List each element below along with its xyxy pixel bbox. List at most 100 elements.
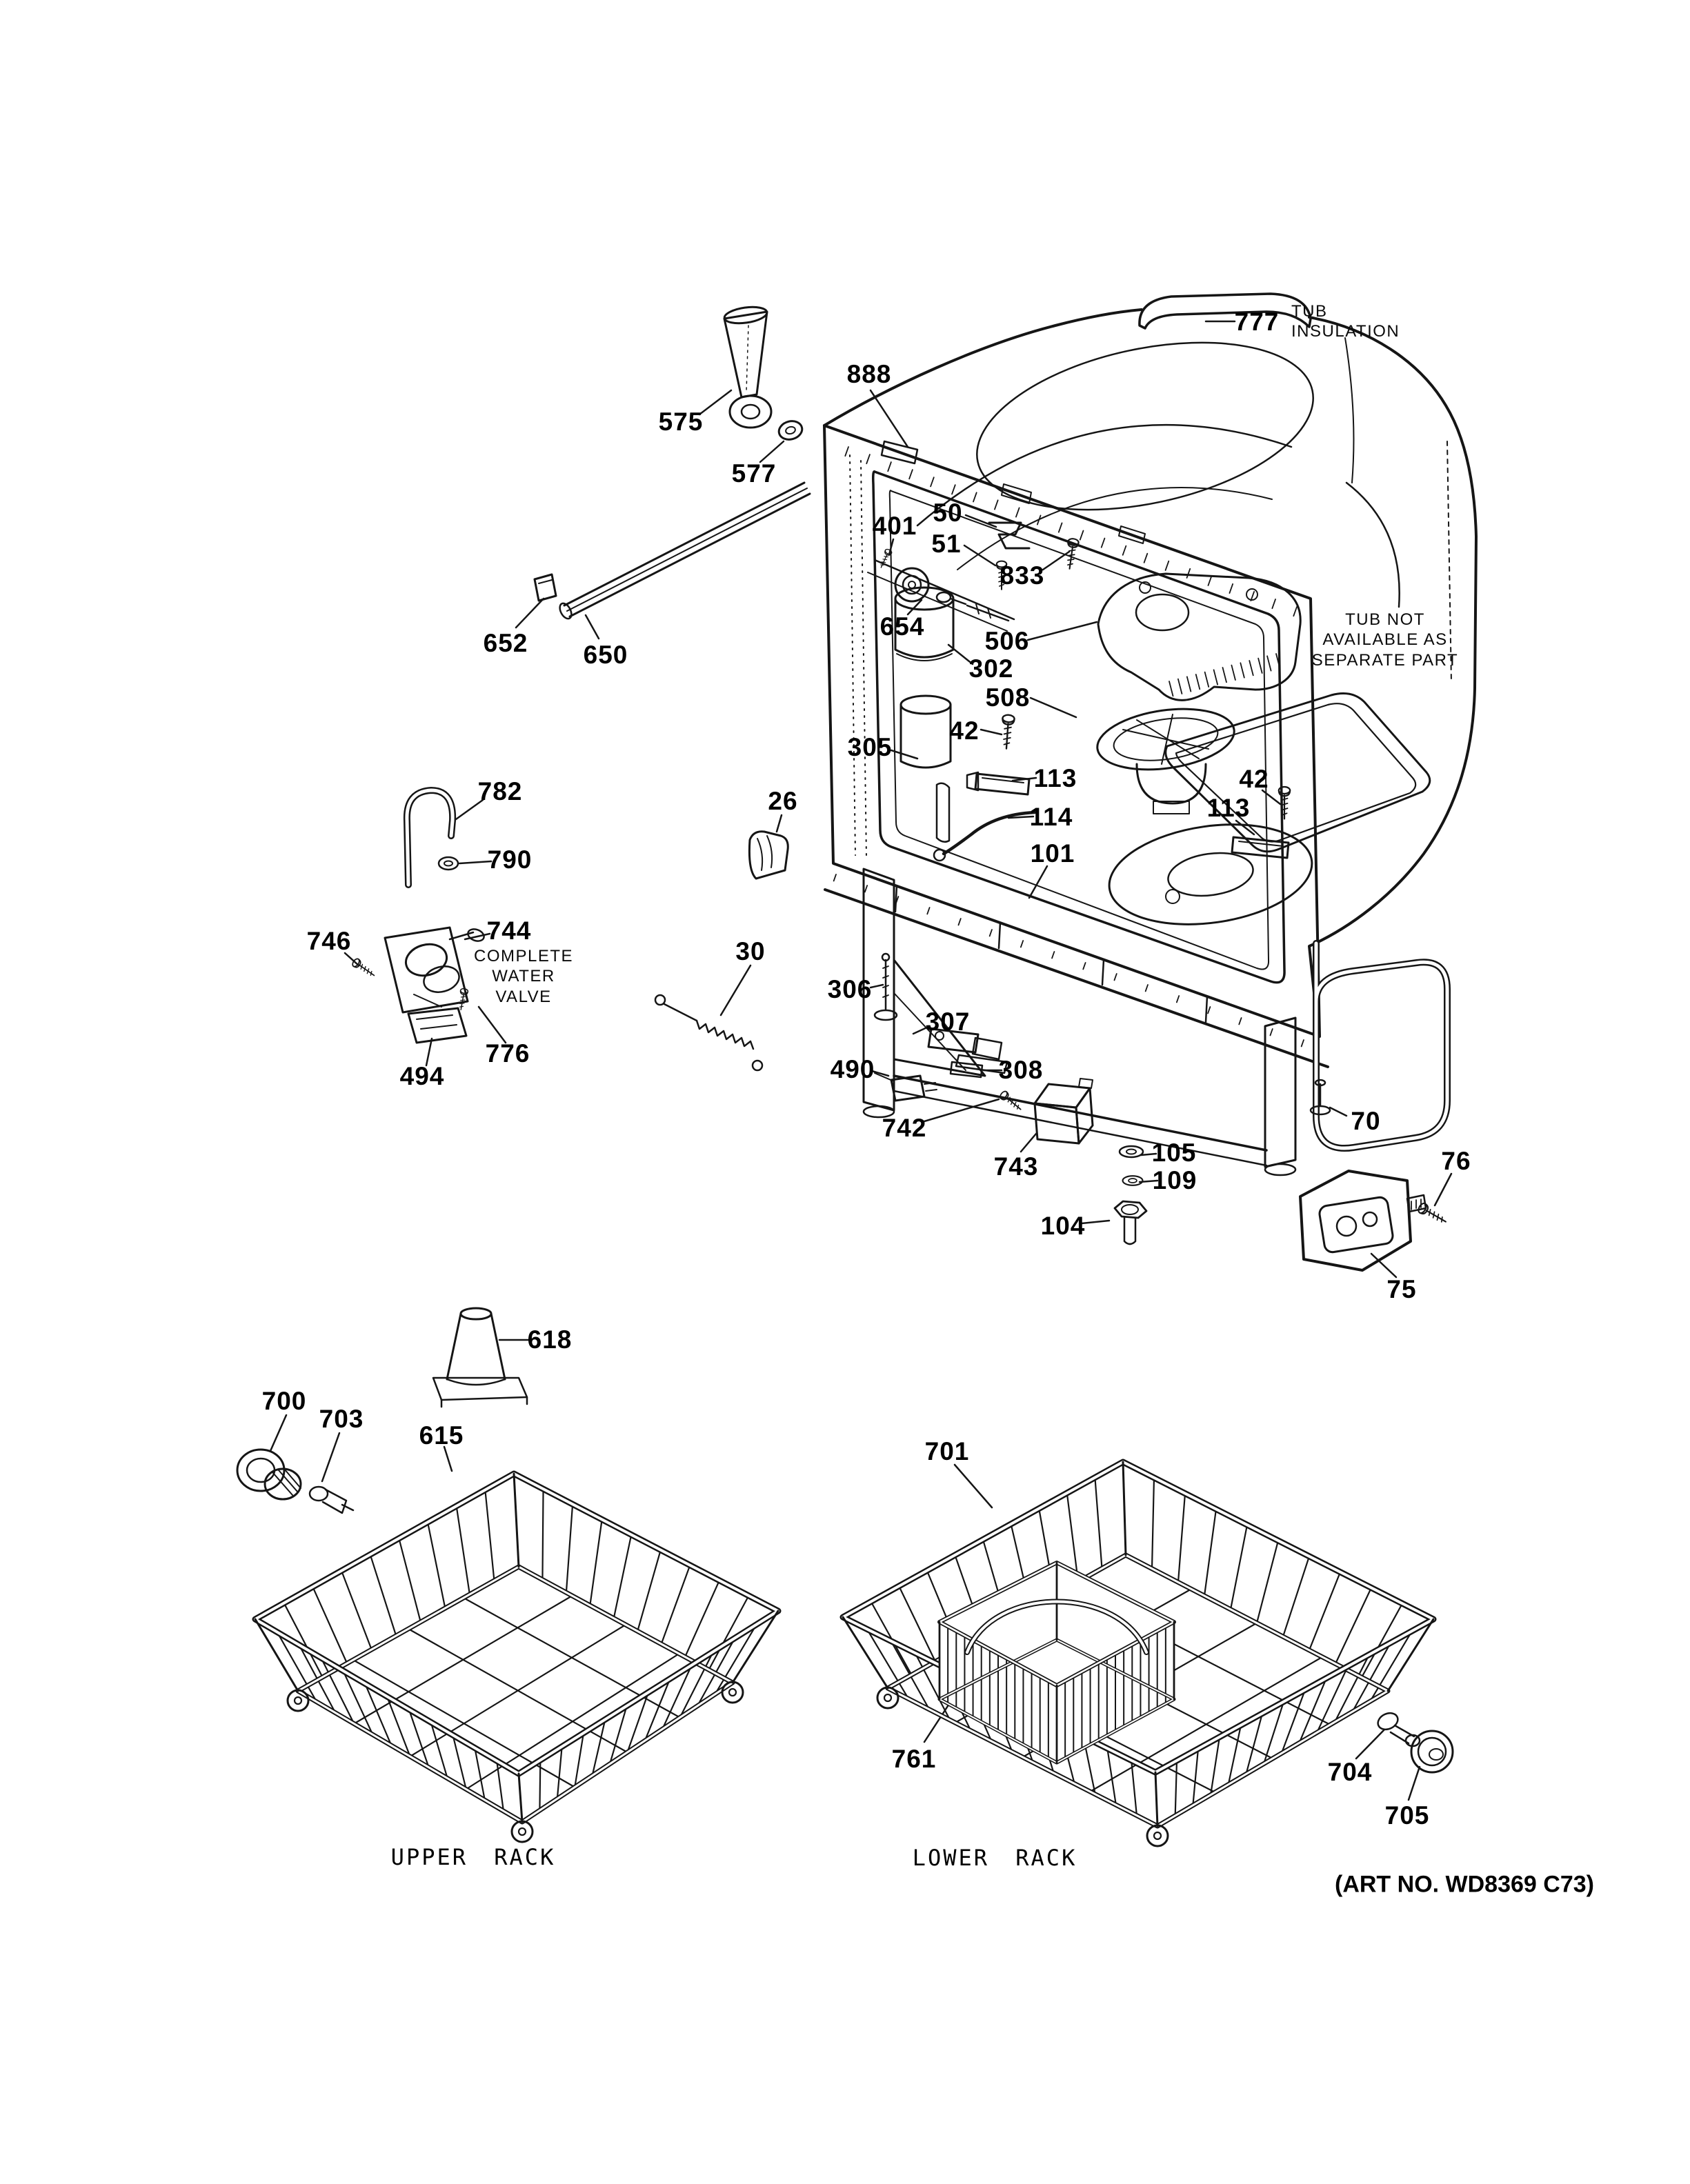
part-label-113-left: 113	[1033, 764, 1077, 792]
part-703-stud	[308, 1485, 355, 1514]
note-line: VALVE	[495, 987, 552, 1006]
note-line: TUB	[1291, 302, 1328, 321]
tub-interior	[935, 572, 1431, 925]
part-label-703: 703	[319, 1405, 364, 1433]
tub-body	[823, 292, 1478, 1028]
part-label-615: 615	[419, 1421, 464, 1450]
part-label-490: 490	[830, 1055, 875, 1083]
part-308-bracket	[949, 1061, 984, 1079]
part-label-109: 109	[1152, 1166, 1197, 1194]
part-label-776: 776	[485, 1039, 530, 1068]
part-label-105: 105	[1151, 1139, 1197, 1167]
part-label-308: 308	[998, 1056, 1044, 1084]
part-label-26: 26	[768, 787, 798, 815]
part-700-wheel	[236, 1448, 302, 1501]
part-782-hose	[403, 787, 457, 888]
part-label-114: 114	[1029, 803, 1073, 831]
hatch-ticks	[833, 446, 1304, 1048]
part-113-right	[1231, 836, 1290, 859]
part-50-bracket	[988, 521, 1031, 550]
part-label-75: 75	[1386, 1275, 1417, 1303]
part-label-761: 761	[891, 1745, 937, 1773]
part-label-782: 782	[477, 777, 523, 805]
part-113-left	[966, 771, 1031, 796]
part-label-746: 746	[306, 927, 352, 955]
part-label-70: 70	[1351, 1107, 1381, 1135]
part-label-790: 790	[487, 845, 533, 874]
part-790-plug	[437, 856, 459, 871]
part-label-401: 401	[872, 512, 917, 540]
part-label-743: 743	[993, 1152, 1039, 1181]
part-114-wire	[942, 810, 1037, 856]
part-label-654: 654	[879, 612, 925, 641]
rack-accessories	[236, 1448, 1454, 1774]
part-label-506: 506	[984, 627, 1030, 655]
part-70-screw	[1309, 1079, 1331, 1116]
part-650-rail	[559, 481, 811, 620]
upper-rack-caption: UPPER RACK	[390, 1844, 556, 1870]
part-494-bracket	[407, 1007, 468, 1044]
part-label-113-right: 113	[1206, 794, 1251, 822]
part-704-stem	[1377, 1712, 1421, 1747]
part-label-700: 700	[261, 1387, 307, 1415]
part-label-50: 50	[933, 499, 963, 527]
part-30-spring	[654, 994, 764, 1072]
note-line: WATER	[492, 967, 555, 986]
part-306-screw	[873, 952, 898, 1021]
part-label-30: 30	[735, 937, 766, 965]
part-652-clip	[533, 573, 557, 602]
note-line: INSULATION	[1291, 322, 1400, 341]
part-label-76: 76	[1441, 1147, 1471, 1175]
part-label-42-right: 42	[1239, 765, 1269, 793]
note-line: TUB NOT	[1345, 610, 1425, 629]
part-305-cylinder	[899, 694, 952, 769]
part-618-cone	[432, 1307, 528, 1408]
part-label-494: 494	[399, 1062, 445, 1090]
callout-leader-lines	[269, 320, 1453, 1801]
part-508-sump	[1096, 708, 1235, 771]
part-label-575: 575	[658, 408, 704, 436]
part-575-funnel	[723, 305, 773, 429]
part-label-508: 508	[985, 683, 1031, 712]
part-label-777: 777	[1234, 308, 1280, 336]
part-label-888: 888	[846, 360, 892, 388]
part-label-104: 104	[1040, 1212, 1086, 1240]
part-104-bolt	[1113, 1200, 1148, 1245]
note-line: SEPARATE PART	[1311, 650, 1459, 670]
part-705-wheel	[1410, 1730, 1454, 1774]
part-label-101: 101	[1030, 839, 1075, 868]
part-label-652: 652	[483, 629, 528, 657]
part-label-705: 705	[1384, 1801, 1430, 1830]
part-label-306: 306	[827, 975, 873, 1003]
part-label-618: 618	[527, 1325, 573, 1354]
part-label-744: 744	[486, 916, 532, 945]
part-label-650: 650	[583, 641, 628, 669]
part-label-833: 833	[1000, 561, 1045, 590]
part-label-42-left: 42	[949, 717, 980, 745]
base-frame	[824, 868, 1451, 1176]
part-490-switch	[874, 1072, 937, 1102]
part-label-305: 305	[847, 733, 893, 761]
part-744-water-valve	[384, 926, 485, 1014]
tub-insulation-cap	[1138, 292, 1312, 330]
part-label-742: 742	[882, 1114, 927, 1142]
part-label-577: 577	[731, 459, 777, 488]
loose-parts	[384, 305, 1427, 1272]
part-577-ring	[777, 420, 804, 441]
note-line: COMPLETE	[473, 947, 574, 965]
part-label-701: 701	[924, 1437, 970, 1465]
part-label-302: 302	[968, 654, 1014, 683]
part-label-704: 704	[1327, 1758, 1373, 1786]
part-506-vent	[1097, 572, 1302, 701]
part-888-bracket	[880, 440, 919, 465]
art-number: (ART NO. WD8369 C73)	[1335, 1871, 1594, 1898]
rack-wireframes	[252, 1459, 1437, 1847]
part-label-307: 307	[925, 1008, 971, 1036]
part-label-51: 51	[931, 530, 962, 558]
part-26-bracket	[748, 830, 789, 880]
part-75-box	[1299, 1170, 1427, 1272]
